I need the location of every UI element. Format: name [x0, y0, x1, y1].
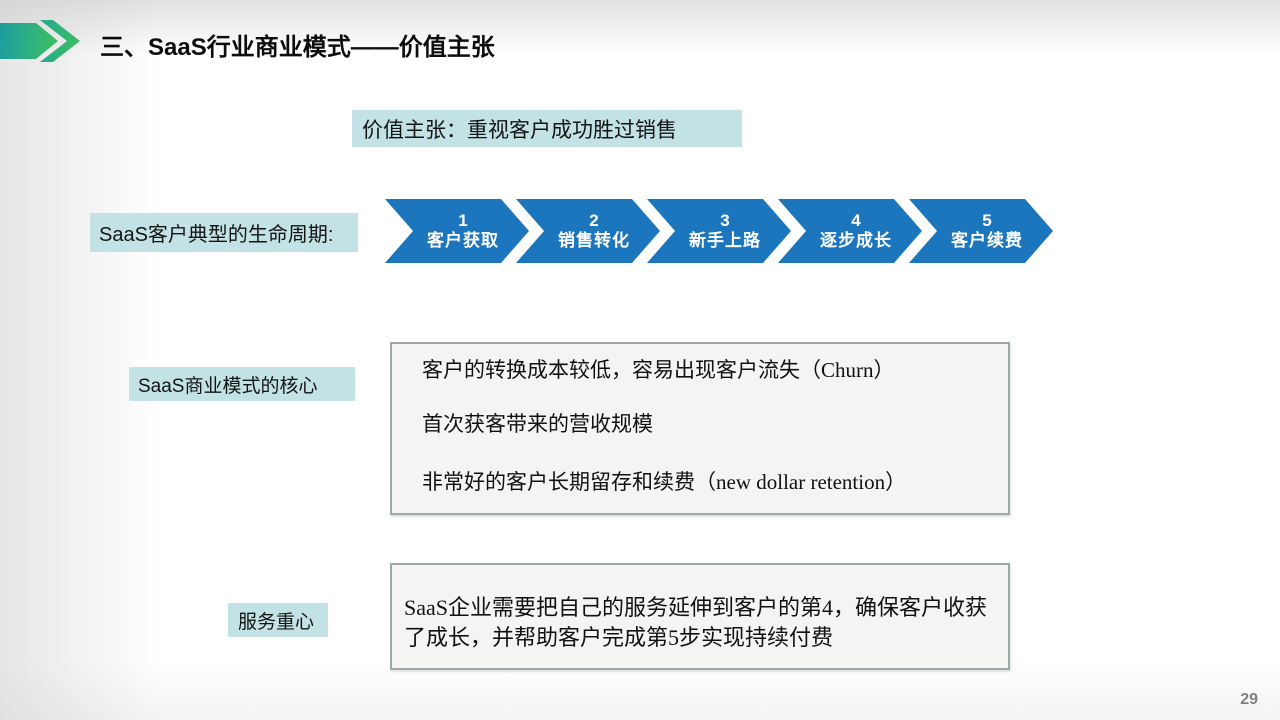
page-title: 三、SaaS行业商业模式——价值主张 [100, 34, 495, 61]
lifecycle-stages: 1 客户获取 2 销售转化 3 新手上路 4 逐步成长 5 客户续费 [385, 199, 1053, 263]
core-point: 首次获客带来的营收规模 [422, 412, 653, 436]
core-point: 客户的转换成本较低，容易出现客户流失（Churn） [422, 358, 895, 382]
arrow-band-shape [0, 23, 58, 59]
stage-number: 2 [589, 211, 599, 230]
stage-number: 1 [458, 211, 468, 230]
value-proposition-banner: 价值主张：重视客户成功胜过销售 [352, 110, 742, 147]
stage-name: 客户获取 [427, 231, 499, 250]
stage-name: 销售转化 [558, 231, 630, 250]
green-arrow-logo-icon [0, 20, 80, 62]
lifecycle-stage-1: 1 客户获取 [385, 199, 529, 263]
lifecycle-stage-5: 5 客户续费 [909, 199, 1053, 263]
core-points-box: 客户的转换成本较低，容易出现客户流失（Churn） 首次获客带来的营收规模 非常… [390, 342, 1010, 515]
core-point: 非常好的客户长期留存和续费（new dollar retention） [422, 470, 907, 494]
stage-number: 3 [720, 211, 730, 230]
lifecycle-stage-3: 3 新手上路 [647, 199, 791, 263]
stage-number: 5 [982, 211, 992, 230]
page-number: 29 [1240, 691, 1258, 708]
stage-name: 逐步成长 [820, 231, 892, 250]
service-focus-label: 服务重心 [228, 603, 328, 637]
stage-number: 4 [851, 211, 861, 230]
stage-name: 新手上路 [689, 231, 761, 250]
lifecycle-stage-4: 4 逐步成长 [778, 199, 922, 263]
service-focus-box: SaaS企业需要把自己的服务延伸到客户的第4，确保客户收获了成长，并帮助客户完成… [390, 563, 1010, 670]
stage-name: 客户续费 [951, 231, 1023, 250]
lifecycle-stage-2: 2 销售转化 [516, 199, 660, 263]
lifecycle-label: SaaS客户典型的生命周期: [90, 213, 358, 252]
service-focus-text: SaaS企业需要把自己的服务延伸到客户的第4，确保客户收获了成长，并帮助客户完成… [404, 595, 988, 650]
core-label: SaaS商业模式的核心 [129, 367, 355, 401]
